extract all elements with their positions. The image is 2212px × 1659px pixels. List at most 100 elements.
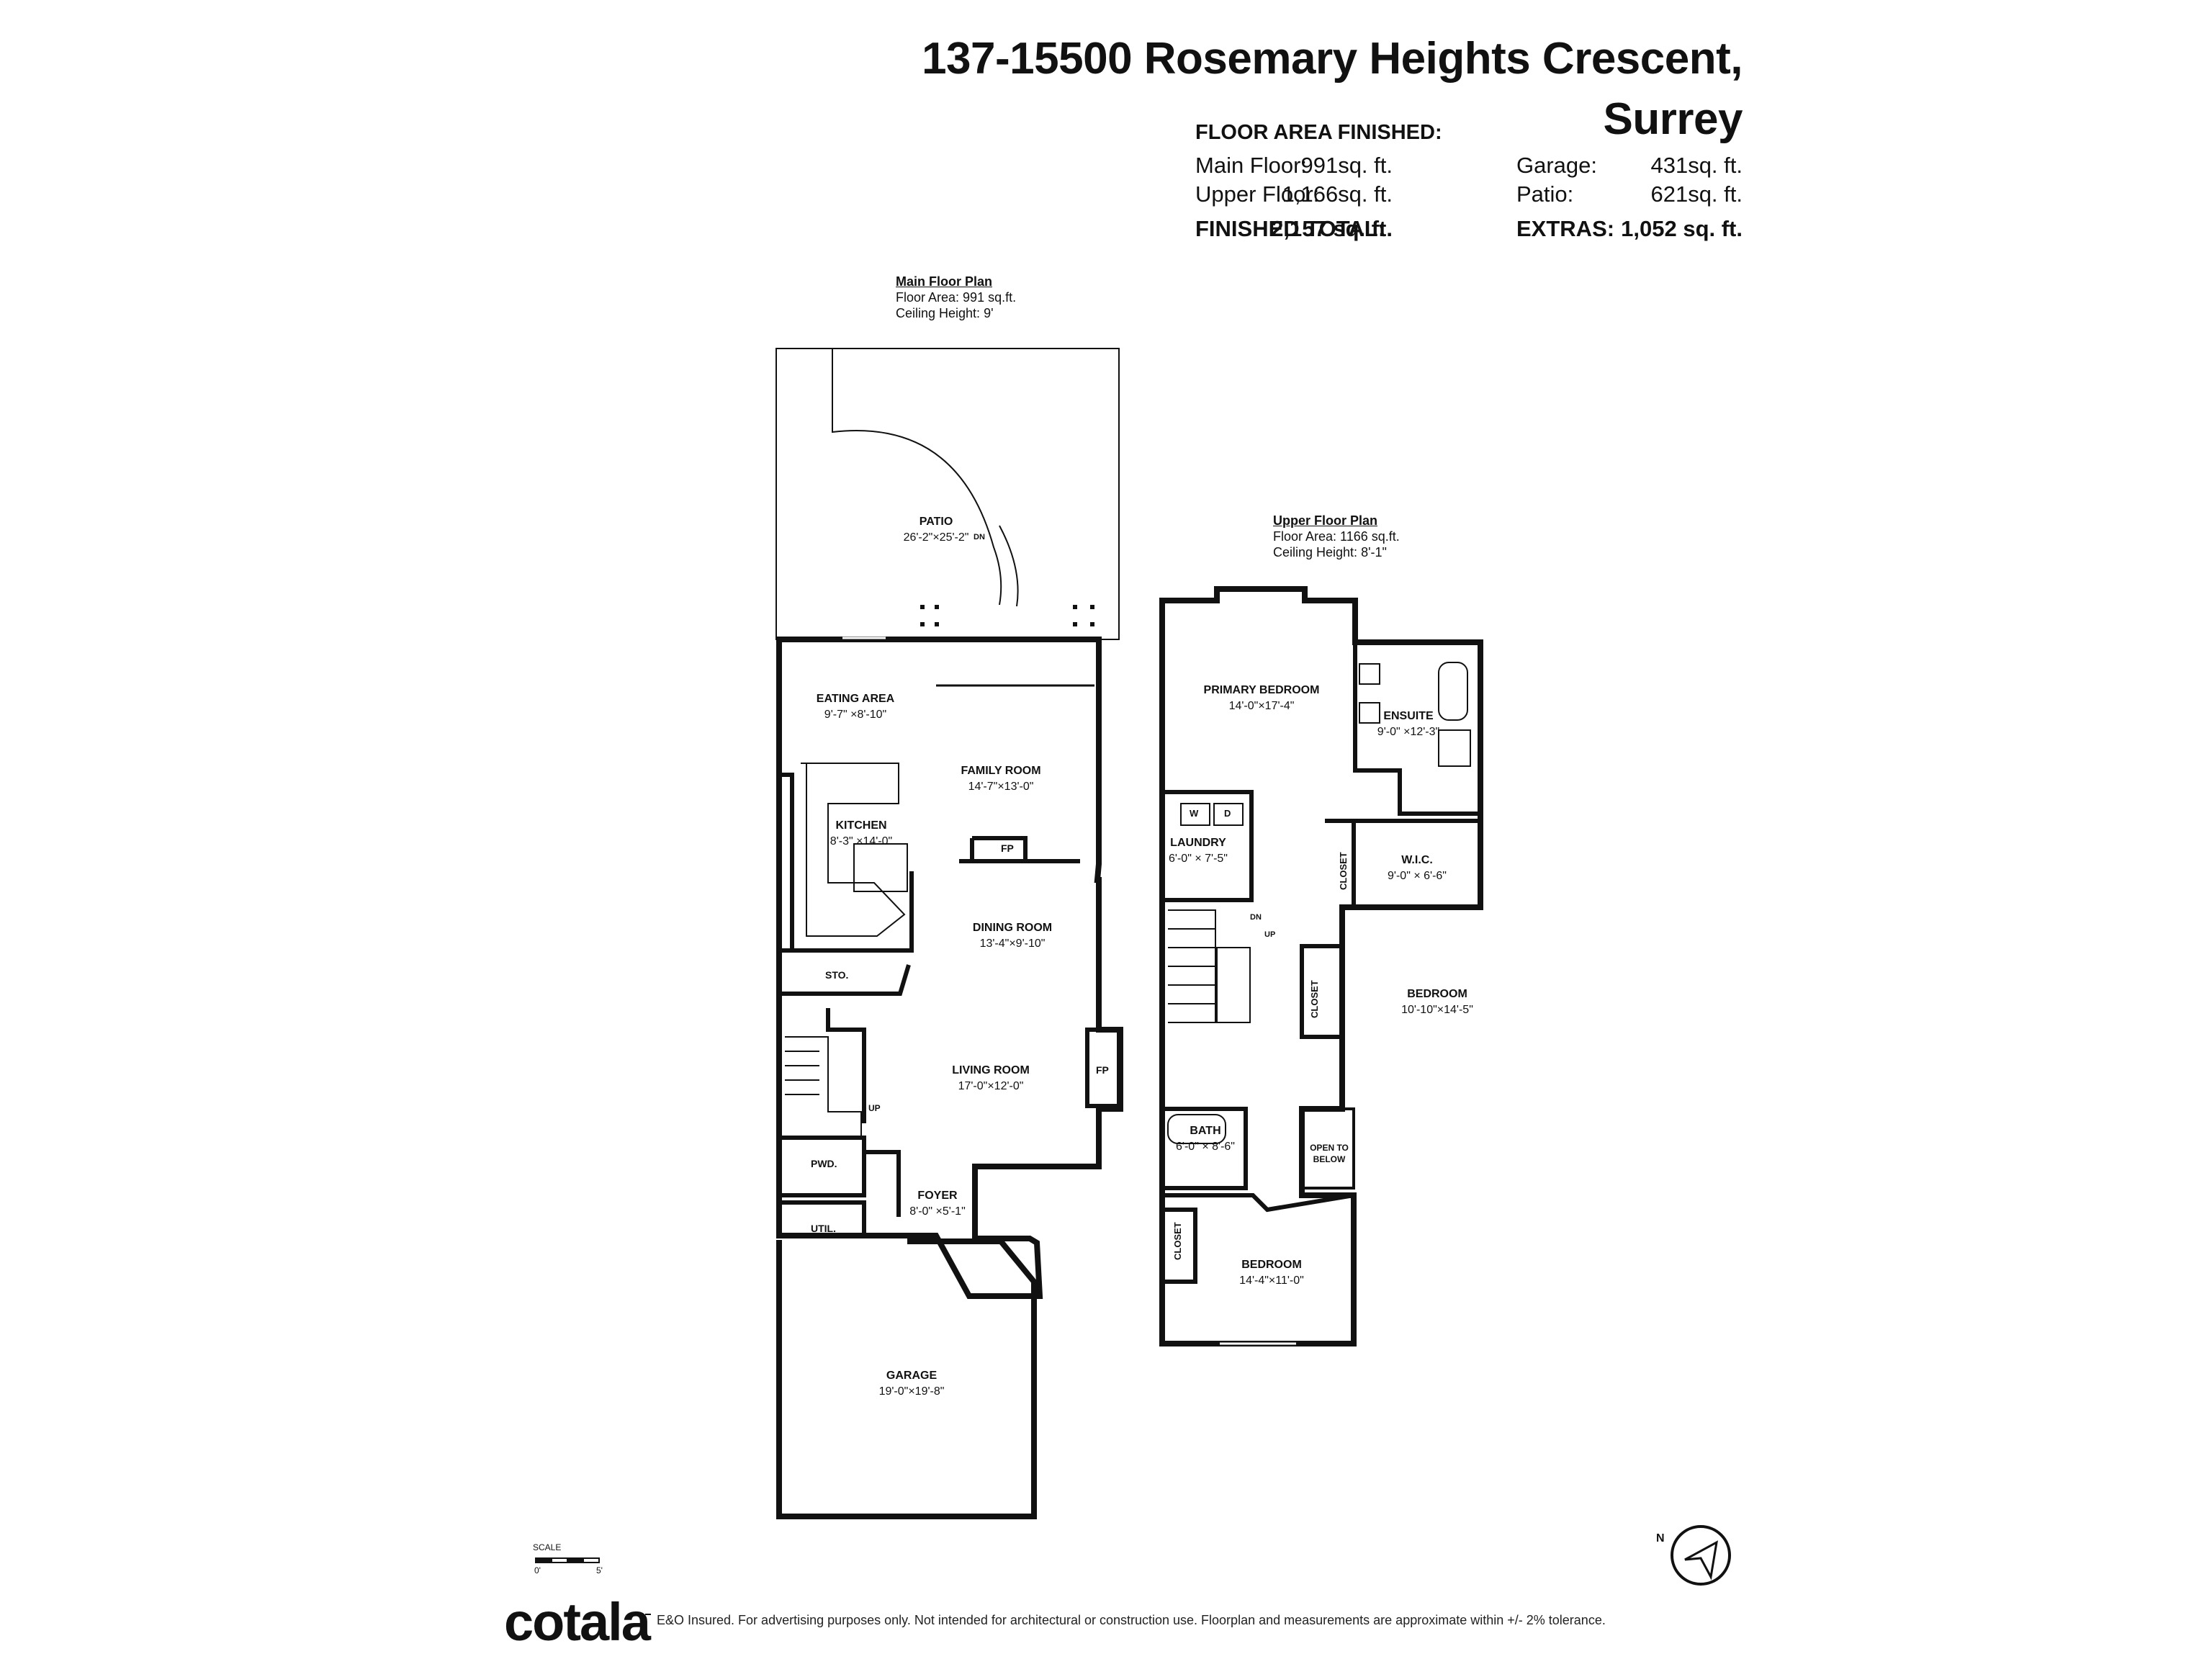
room-name: W.I.C.: [1401, 854, 1433, 866]
room-dimension: 6'-0" × 7'-5": [1169, 853, 1228, 865]
main-floor-area: Floor Area: 991 sq.ft.: [896, 290, 1017, 305]
main-floor-header: Main Floor Plan Floor Area: 991 sq.ft. C…: [896, 274, 1016, 321]
room-garage: GARAGE 19'-0"×19'-8": [879, 1368, 945, 1400]
kitchen-counter: [801, 763, 906, 937]
area-row-total: FINISHED TOTAL: 2,157 sq. ft. EXTRAS: 1,…: [1195, 216, 1743, 245]
open-to-below-line2: BELOW: [1313, 1154, 1346, 1164]
room-bedroom-3: BEDROOM 14'-4"×11'-0": [1239, 1257, 1304, 1289]
area-value: 431sq. ft.: [1650, 153, 1743, 178]
kitchen-island: [853, 843, 908, 892]
stair-up-label-upper: UP: [1264, 930, 1276, 939]
room-living: LIVING ROOM 17'-0"×12'-0": [952, 1063, 1030, 1094]
room-dimension: 8'-3" ×14'-0": [830, 835, 893, 848]
room-patio: PATIO 26'-2"×25'-2": [904, 514, 969, 546]
area-label: Upper Floor:: [1195, 181, 1320, 207]
room-dimension: 8'-0" ×5'-1": [909, 1205, 966, 1218]
room-foyer: FOYER 8'-0" ×5'-1": [909, 1188, 966, 1220]
area-label: FINISHED TOTAL:: [1195, 216, 1386, 241]
room-family: FAMILY ROOM 14'-7"×13'-0": [961, 763, 1040, 795]
upper-stair: [1168, 909, 1216, 1023]
area-label: Patio:: [1516, 181, 1574, 207]
upper-floor-ceiling: Ceiling Height: 8'-1": [1273, 545, 1387, 559]
area-row-main: Main Floor: 991sq. ft. Garage: 431sq. ft…: [1195, 153, 1743, 181]
garage-walls: [776, 1238, 1037, 1519]
label-utility: UTIL.: [811, 1223, 836, 1234]
room-name: GARAGE: [886, 1370, 938, 1382]
scale-end: 5': [596, 1565, 603, 1575]
stair-up-label: UP: [868, 1103, 881, 1113]
patio-curve: [832, 349, 1002, 606]
closet-label-bedroom3: CLOSET: [1172, 1222, 1183, 1260]
room-dimension: 6'-0" × 8'-6": [1176, 1141, 1235, 1153]
upper-floor-walls: [1159, 586, 1483, 1346]
closet-label-bedroom2: CLOSET: [1309, 980, 1320, 1018]
patio-dn-label: DN: [974, 533, 985, 541]
area-label: Garage:: [1516, 153, 1598, 178]
upper-floor-title: Upper Floor Plan: [1273, 513, 1378, 528]
disclaimer-text: E&O Insured. For advertising purposes on…: [657, 1613, 1606, 1627]
room-name: FAMILY ROOM: [961, 765, 1041, 777]
fireplace-living-label: FP: [1096, 1064, 1109, 1076]
room-dimension: 10'-10"×14'-5": [1401, 1004, 1473, 1016]
room-dimension: 26'-2"×25'-2": [903, 531, 969, 544]
room-dimension: 19'-0"×19'-8": [878, 1385, 945, 1398]
upper-floor-header: Upper Floor Plan Floor Area: 1166 sq.ft.…: [1273, 513, 1400, 560]
room-dimension: 17'-0"×12'-0": [958, 1080, 1024, 1092]
open-to-below: OPEN TO BELOW: [1310, 1142, 1349, 1165]
room-bedroom-2: BEDROOM 10'-10"×14'-5": [1401, 986, 1473, 1018]
area-value: 1,052 sq. ft.: [1621, 216, 1743, 241]
room-name: LAUNDRY: [1170, 837, 1226, 849]
fireplace-family: [959, 836, 1080, 863]
room-wic: W.I.C. 9'-0" × 6'-6": [1388, 853, 1447, 884]
floor-area-heading: FLOOR AREA FINISHED:: [1195, 121, 1442, 144]
area-label: EXTRAS:: [1516, 216, 1615, 241]
ensuite-shower: [1438, 729, 1471, 767]
area-value: 991sq. ft.: [1300, 153, 1393, 178]
scale-start: 0': [534, 1565, 541, 1575]
area-label: Main Floor:: [1195, 153, 1308, 178]
room-dimension: 9'-7" ×8'-10": [824, 709, 887, 721]
room-dimension: 14'-0"×17'-4": [1228, 700, 1295, 712]
bath-walls: [1164, 1107, 1248, 1190]
open-to-below-line1: OPEN TO: [1310, 1143, 1349, 1153]
patio-posts: [920, 605, 1094, 626]
room-name: KITCHEN: [835, 819, 887, 832]
bath-tub: [1167, 1114, 1226, 1144]
compass-icon: [1671, 1525, 1731, 1586]
room-laundry: LAUNDRY 6'-0" × 7'-5": [1169, 835, 1228, 867]
area-value: 621sq. ft.: [1650, 181, 1743, 207]
fireplace-living: [1085, 1028, 1121, 1108]
room-dimension: 13'-4"×9'-10": [979, 938, 1046, 950]
room-name: BATH: [1190, 1125, 1221, 1137]
closet-label-wic: CLOSET: [1338, 852, 1349, 890]
room-dimension: 9'-0" × 6'-6": [1388, 870, 1447, 882]
main-floor-ceiling: Ceiling Height: 9': [896, 306, 994, 320]
dryer-label: D: [1224, 808, 1231, 819]
room-name: BEDROOM: [1241, 1259, 1302, 1271]
room-dimension: 14'-4"×11'-0": [1239, 1274, 1304, 1287]
room-dining: DINING ROOM 13'-4"×9'-10": [973, 920, 1052, 952]
main-stair: [785, 1036, 862, 1138]
room-dimension: 9'-0" ×12'-3": [1377, 726, 1440, 738]
patio-outline: [775, 348, 1120, 640]
stair-dn-label: DN: [1250, 913, 1262, 922]
label-storage: STO.: [825, 969, 849, 981]
room-ensuite: ENSUITE 9'-0" ×12'-3": [1377, 709, 1439, 740]
scale-bar: [535, 1557, 600, 1563]
room-name: BEDROOM: [1407, 988, 1467, 1000]
room-bath: BATH 6'-0" × 8'-6": [1176, 1123, 1235, 1155]
room-name: FOYER: [917, 1190, 958, 1202]
room-name: EATING AREA: [816, 693, 895, 705]
washer-label: W: [1190, 808, 1199, 819]
compass-north-label: N: [1656, 1532, 1665, 1545]
patio-step: [999, 525, 1019, 607]
fireplace-family-label: FP: [1001, 842, 1014, 854]
address-title: 137-15500 Rosemary Heights Crescent, Sur…: [922, 29, 1743, 150]
room-name: ENSUITE: [1383, 710, 1434, 722]
room-primary-bedroom: PRIMARY BEDROOM 14'-0"×17'-4": [1204, 683, 1320, 714]
label-powder-room: PWD.: [811, 1158, 837, 1169]
scale-label: SCALE: [533, 1542, 562, 1552]
brand-logo: cotala: [504, 1592, 651, 1652]
room-dimension: 14'-7"×13'-0": [968, 781, 1034, 793]
